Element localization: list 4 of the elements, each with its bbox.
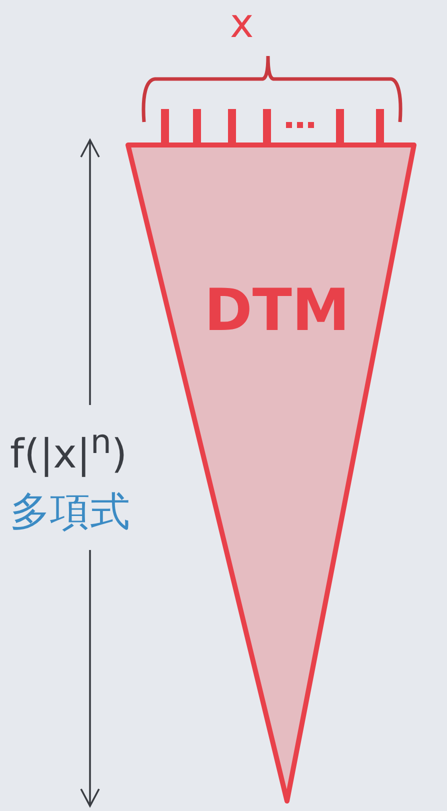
formula-label: f(|x|$^{n}$) [10,422,128,478]
caption-label: 多項式 [10,488,130,536]
node-label: DTM [203,281,351,339]
variable-label: x [230,0,254,48]
